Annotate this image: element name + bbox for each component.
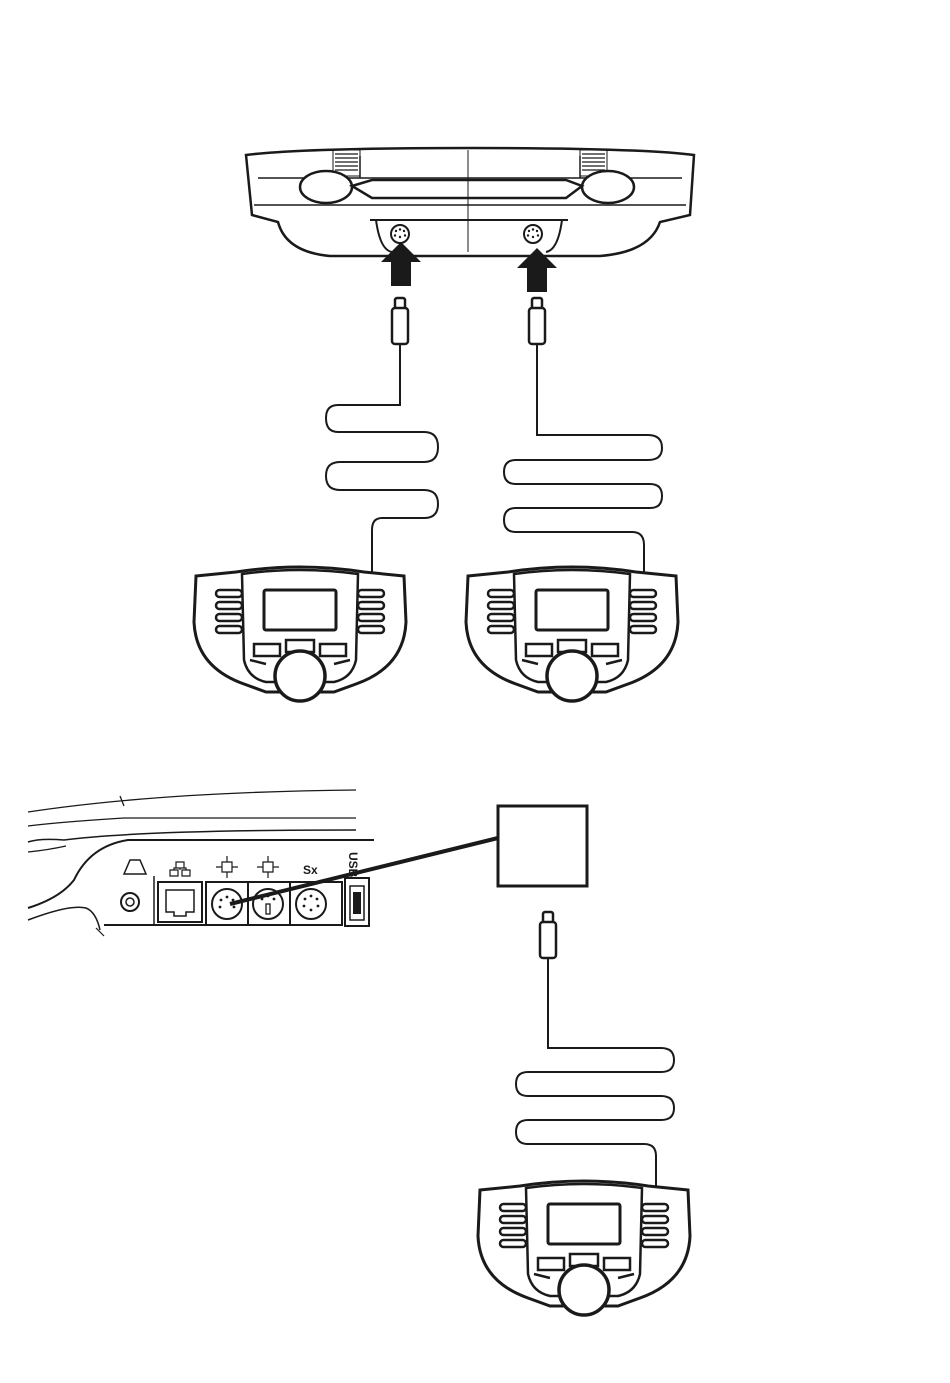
cable-plug-left — [392, 298, 408, 344]
sx-port — [296, 889, 326, 919]
cable-bottom — [516, 958, 674, 1186]
usb-port — [345, 878, 369, 926]
base-unit — [246, 148, 694, 256]
handheld-controller-icon — [478, 1181, 690, 1315]
handheld-controller-icon — [466, 567, 678, 701]
network-icon — [170, 862, 190, 876]
bus-socket-right — [524, 225, 542, 243]
handheld-controller-icon — [194, 567, 406, 701]
cable-plug-bottom — [540, 912, 556, 958]
cable-right — [504, 344, 662, 572]
bus-port-icon — [257, 856, 279, 878]
network-port — [158, 882, 202, 922]
sx-port-icon: Sx — [303, 863, 318, 877]
bus-socket-left — [391, 225, 409, 243]
display-icon — [124, 860, 146, 874]
sx-label: Sx — [303, 863, 318, 877]
cable-left — [326, 344, 438, 572]
cable-plug-right — [529, 298, 545, 344]
central-station: Sx USB — [28, 790, 374, 936]
adapter-box-icon — [498, 806, 587, 886]
audio-jack — [121, 893, 139, 911]
bus-port-icon — [216, 856, 238, 878]
